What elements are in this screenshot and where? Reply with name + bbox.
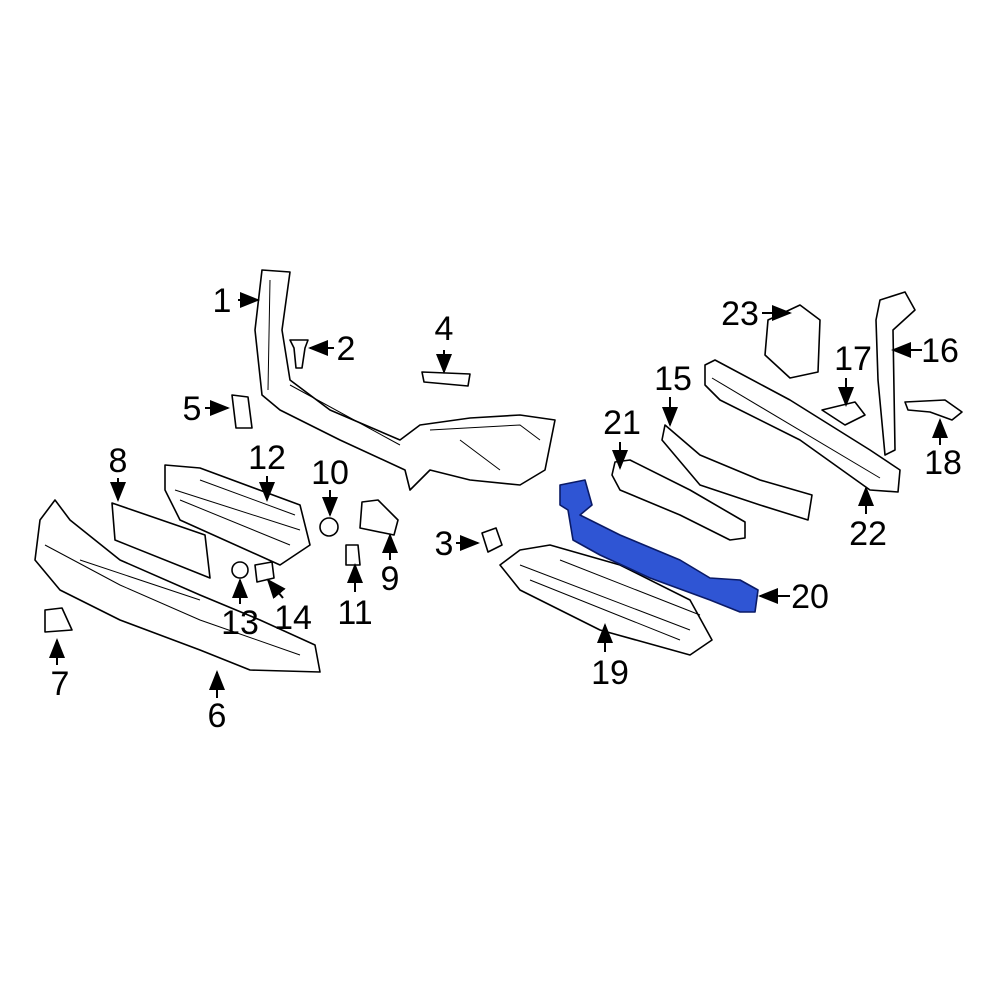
callout-number: 5 <box>183 390 202 428</box>
callout-number: 17 <box>834 340 872 378</box>
callout-7: 7 <box>49 638 70 703</box>
part-17-bracket[interactable] <box>821 401 866 426</box>
callout-number: 6 <box>208 697 227 735</box>
part-22-reinforcement-beam[interactable] <box>704 359 901 493</box>
callout-20: 20 <box>758 578 829 616</box>
callout-22: 22 <box>849 486 887 553</box>
callout-18: 18 <box>924 418 962 482</box>
callout-14: 14 <box>266 578 312 637</box>
callout-number: 4 <box>435 310 454 348</box>
callout-number: 23 <box>721 295 759 333</box>
callout-4: 4 <box>435 310 454 374</box>
callout-2: 2 <box>308 330 356 368</box>
callout-number: 16 <box>921 332 959 370</box>
callout-number: 3 <box>435 525 454 563</box>
callout-16: 16 <box>891 332 959 370</box>
part-23-bracket[interactable] <box>764 304 821 379</box>
callout-number: 9 <box>381 560 400 598</box>
callout-23: 23 <box>721 295 792 333</box>
part-12-grille[interactable] <box>164 464 311 566</box>
part-2-push-pin[interactable] <box>289 339 309 369</box>
part-18-bracket[interactable] <box>904 399 963 421</box>
part-11-clip[interactable] <box>345 544 361 566</box>
part-14-bracket[interactable] <box>254 561 275 583</box>
callout-6: 6 <box>208 670 227 735</box>
callout-number: 12 <box>248 439 286 477</box>
part-19-splash-shield[interactable] <box>499 544 713 656</box>
part-8-plate-bracket[interactable] <box>111 502 211 579</box>
part-6-lower-cover[interactable] <box>34 499 321 673</box>
callout-number: 22 <box>849 515 887 553</box>
part-13-sensor[interactable] <box>231 561 249 579</box>
callout-number: 18 <box>924 444 962 482</box>
callout-number: 11 <box>337 594 372 632</box>
part-21-absorber[interactable] <box>611 459 746 541</box>
callout-9: 9 <box>381 533 400 598</box>
callout-17: 17 <box>834 340 872 407</box>
part-4-bracket[interactable] <box>421 371 471 387</box>
callout-number: 8 <box>109 442 128 480</box>
part-7-clip[interactable] <box>44 607 73 633</box>
callout-11: 11 <box>337 563 373 632</box>
callout-15: 15 <box>654 360 692 427</box>
callout-21: 21 <box>603 404 641 470</box>
callout-number: 20 <box>791 578 829 616</box>
callout-13: 13 <box>221 578 259 642</box>
callout-5: 5 <box>183 390 230 428</box>
callout-number: 14 <box>274 599 312 637</box>
part-15-support[interactable] <box>661 424 813 521</box>
callout-19: 19 <box>591 623 629 692</box>
callout-12: 12 <box>248 439 286 502</box>
callout-1: 1 <box>213 282 260 320</box>
part-1-bumper-cover[interactable] <box>254 269 556 491</box>
callout-number: 13 <box>221 604 259 642</box>
callout-number: 19 <box>591 654 629 692</box>
callout-number: 10 <box>311 454 349 492</box>
part-20-energy-absorber[interactable] <box>559 479 759 613</box>
part-16-bracket[interactable] <box>875 291 916 456</box>
callout-number: 7 <box>51 665 70 703</box>
part-9-bracket[interactable] <box>359 499 399 536</box>
callout-3: 3 <box>435 525 480 563</box>
callout-number: 21 <box>603 404 641 442</box>
callout-8: 8 <box>109 442 128 502</box>
callout-10: 10 <box>311 454 349 517</box>
part-10-grommet[interactable] <box>319 517 339 537</box>
part-5-bracket[interactable] <box>231 394 253 429</box>
callout-number: 15 <box>654 360 692 398</box>
callout-arrow <box>266 578 286 599</box>
callout-number: 1 <box>213 282 232 320</box>
callout-number: 2 <box>337 330 356 368</box>
part-3-nut[interactable] <box>481 527 503 553</box>
